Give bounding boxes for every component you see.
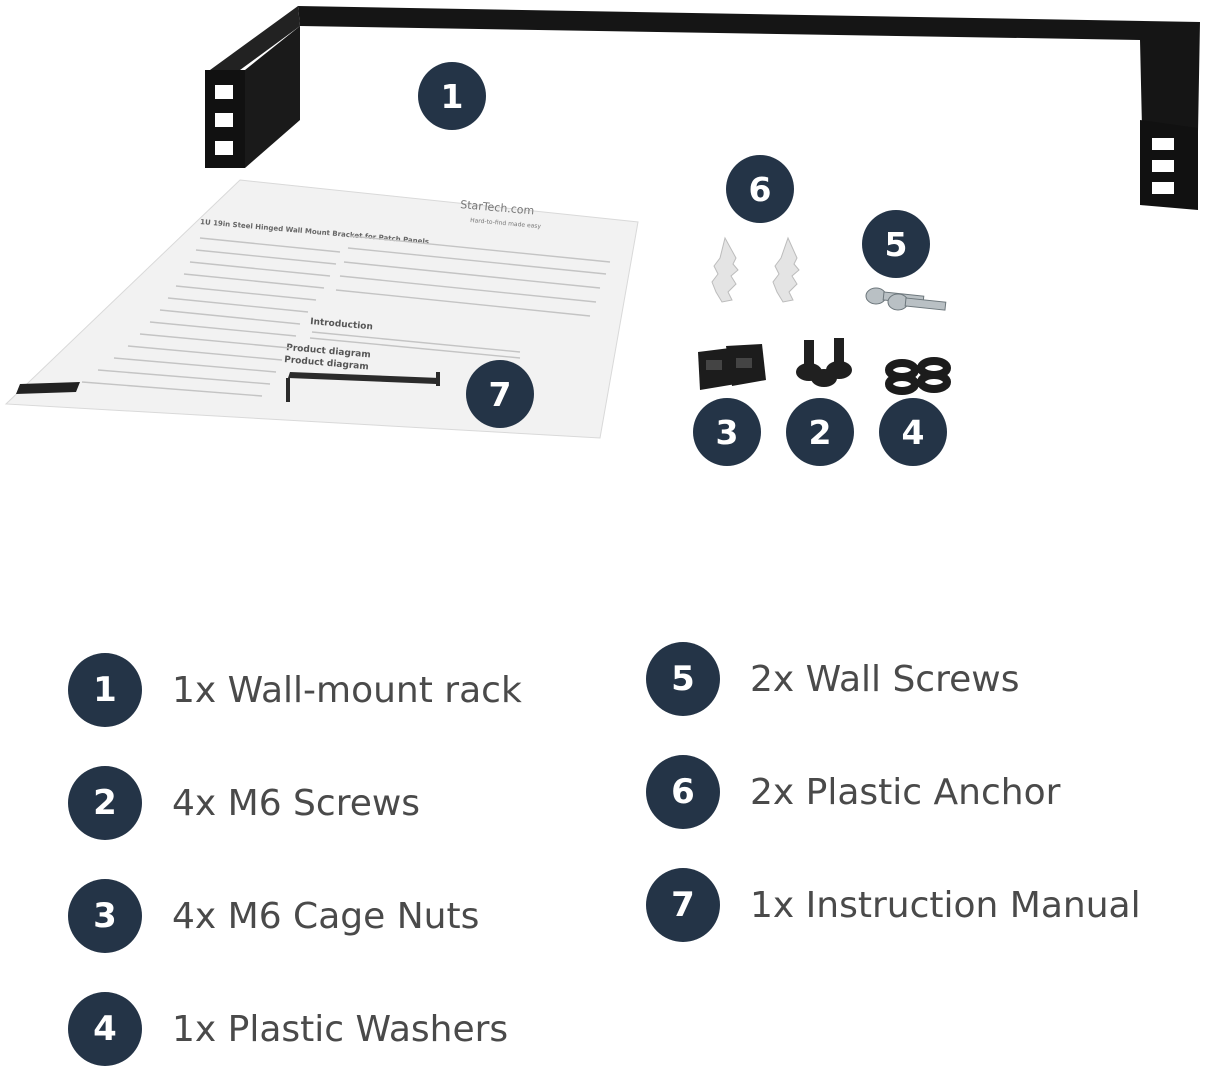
- instruction-manual: StarTech.com Hard-to-find made easy 1U 1…: [4, 179, 639, 439]
- callout-badge: 6: [726, 155, 794, 223]
- legend-label: 2x Plastic Anchor: [750, 771, 1061, 813]
- legend-label: 2x Wall Screws: [750, 658, 1020, 700]
- plastic-anchors: [711, 236, 800, 303]
- product-illustration: StarTech.com Hard-to-find made easy 1U 1…: [4, 6, 1200, 439]
- legend-number-badge: 3: [68, 879, 142, 953]
- legend-number-badge: 2: [68, 766, 142, 840]
- legend-item: 7 1x Instruction Manual: [646, 868, 1141, 942]
- manual-brand: StarTech.com: [460, 198, 535, 217]
- legend-item: 5 2x Wall Screws: [646, 642, 1019, 716]
- legend-number-badge: 4: [68, 992, 142, 1066]
- callout-badge: 7: [466, 360, 534, 428]
- wall-screws: [865, 287, 947, 311]
- callout-badge: 5: [862, 210, 930, 278]
- legend-item: 6 2x Plastic Anchor: [646, 755, 1060, 829]
- legend-item: 2 4x M6 Screws: [68, 766, 420, 840]
- plastic-washers: [885, 357, 951, 395]
- m6-screws: [796, 338, 852, 387]
- legend-item: 4 1x Plastic Washers: [68, 992, 508, 1066]
- legend-item: 3 4x M6 Cage Nuts: [68, 879, 479, 953]
- cage-nuts: [698, 344, 766, 390]
- legend-number-badge: 6: [646, 755, 720, 829]
- legend-item: 1 1x Wall-mount rack: [68, 653, 522, 727]
- legend-number-badge: 5: [646, 642, 720, 716]
- legend-label: 4x M6 Cage Nuts: [172, 895, 480, 937]
- legend-number-badge: 1: [68, 653, 142, 727]
- callout-badge: 3: [693, 398, 761, 466]
- callout-badge: 1: [418, 62, 486, 130]
- callout-badge: 4: [879, 398, 947, 466]
- callout-badge: 2: [786, 398, 854, 466]
- legend-label: 1x Plastic Washers: [172, 1008, 509, 1050]
- legend-label: 4x M6 Screws: [172, 782, 421, 824]
- legend-label: 1x Instruction Manual: [750, 884, 1141, 926]
- legend-label: 1x Wall-mount rack: [172, 669, 522, 711]
- product-scene: StarTech.com Hard-to-find made easy 1U 1…: [4, 6, 1200, 466]
- legend-number-badge: 7: [646, 868, 720, 942]
- wall-mount-bracket: [205, 6, 1200, 210]
